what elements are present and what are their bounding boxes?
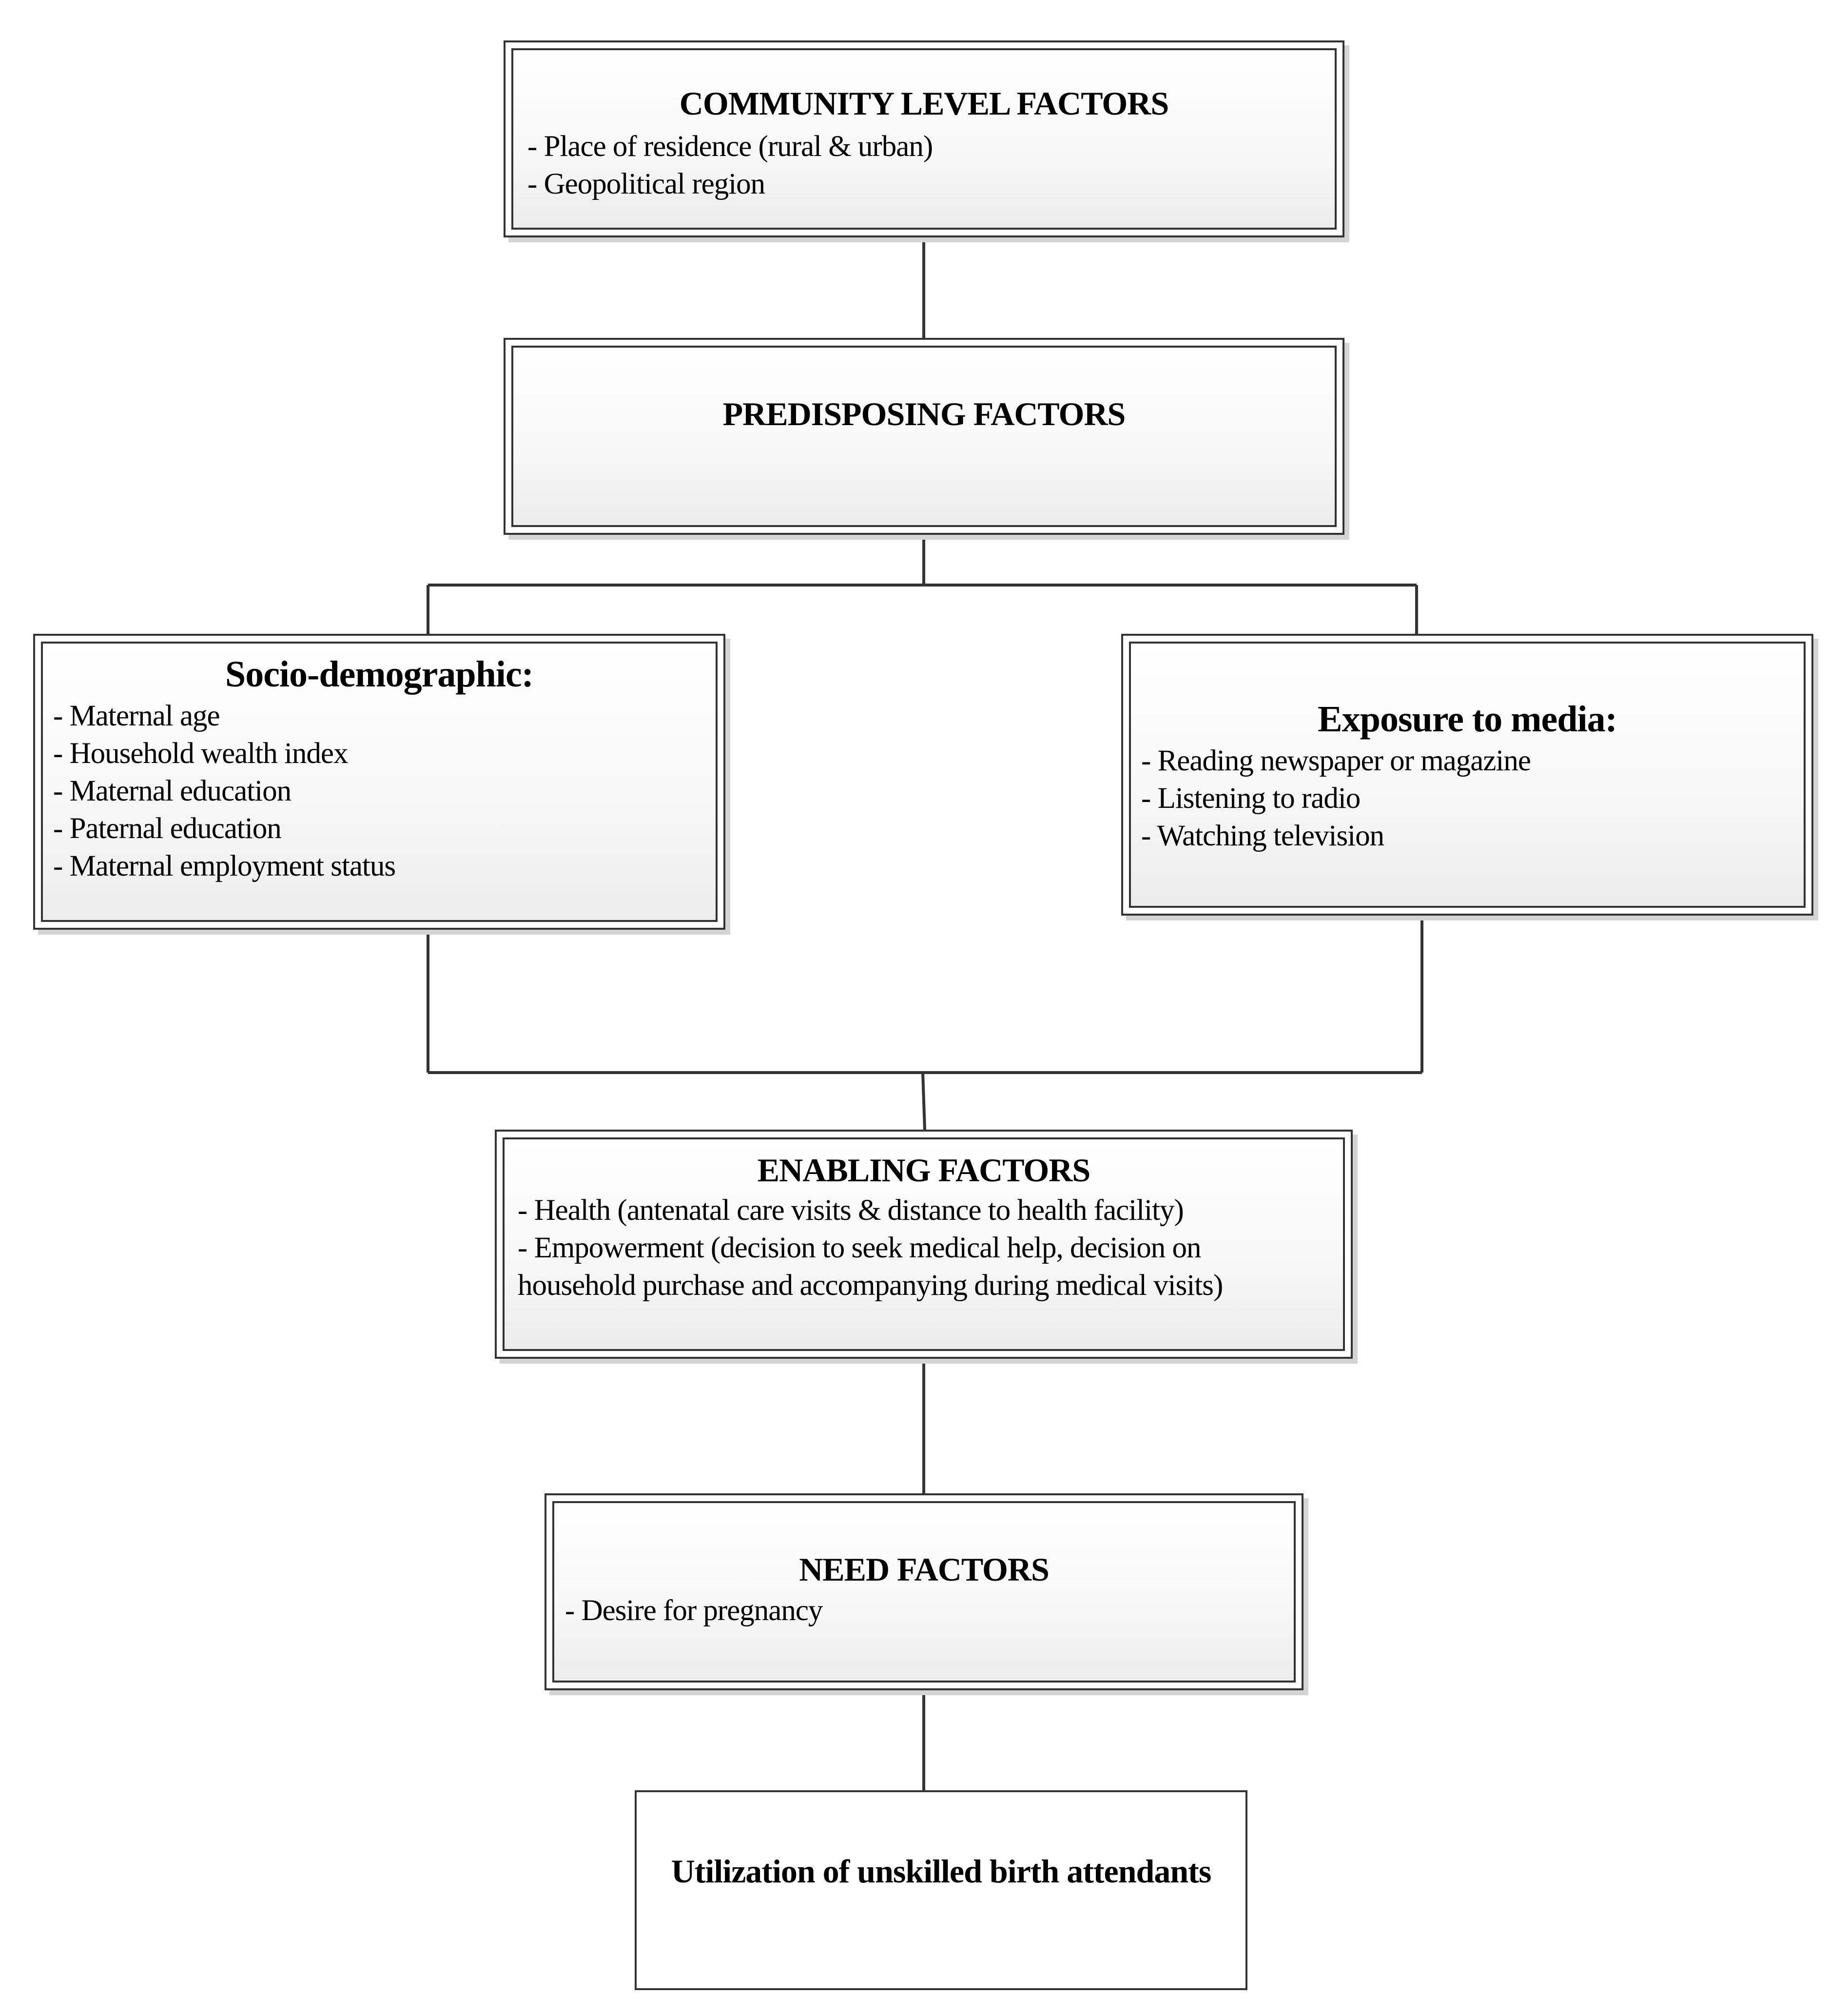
list-item: - Watching television — [1141, 819, 1384, 852]
list-item: - Maternal age — [53, 699, 220, 732]
box-title: Exposure to media: — [1318, 699, 1617, 740]
box-inner-frame — [511, 346, 1337, 527]
socio-demographic-box: Socio-demographic: - Maternal age - Hous… — [33, 634, 725, 930]
list-item: - Paternal education — [53, 812, 282, 845]
list-item: - Geopolitical region — [527, 167, 765, 200]
box-inner-frame — [503, 1137, 1345, 1351]
box-title: COMMUNITY LEVEL FACTORS — [679, 85, 1169, 122]
community-level-factors-box: COMMUNITY LEVEL FACTORS - Place of resid… — [504, 40, 1344, 237]
list-item: - Reading newspaper or magazine — [1141, 744, 1531, 777]
list-item: - Household wealth index — [53, 737, 349, 770]
list-item: household purchase and accompanying duri… — [518, 1269, 1223, 1302]
box-inner-frame — [511, 48, 1337, 230]
list-item: - Listening to radio — [1141, 782, 1361, 815]
list-item: - Maternal employment status — [53, 849, 396, 882]
list-item: - Empowerment (decision to seek medical … — [518, 1231, 1202, 1264]
box-inner-frame — [1129, 642, 1806, 908]
connector-merge-to-enabling — [921, 1072, 926, 1130]
box-title: ENABLING FACTORS — [757, 1152, 1090, 1189]
list-item: - Health (antenatal care visits & distan… — [518, 1193, 1184, 1227]
list-item: - Maternal education — [53, 774, 292, 807]
box-title: Socio-demographic: — [225, 654, 534, 695]
outcome-box: Utilization of unskilled birth attendant… — [635, 1790, 1247, 1990]
list-item: - Desire for pregnancy — [565, 1594, 823, 1627]
exposure-to-media-box: Exposure to media: - Reading newspaper o… — [1121, 634, 1813, 916]
predisposing-factors-box: PREDISPOSING FACTORS — [504, 338, 1344, 535]
box-title: NEED FACTORS — [799, 1551, 1050, 1588]
need-factors-box: NEED FACTORS - Desire for pregnancy — [545, 1493, 1303, 1690]
list-item: - Place of residence (rural & urban) — [527, 130, 933, 163]
box-title: Utilization of unskilled birth attendant… — [671, 1853, 1212, 1890]
box-inner-frame — [41, 642, 718, 922]
enabling-factors-box: ENABLING FACTORS - Health (antenatal car… — [495, 1130, 1353, 1359]
box-inner-frame — [552, 1501, 1296, 1682]
box-title: PREDISPOSING FACTORS — [722, 395, 1126, 432]
